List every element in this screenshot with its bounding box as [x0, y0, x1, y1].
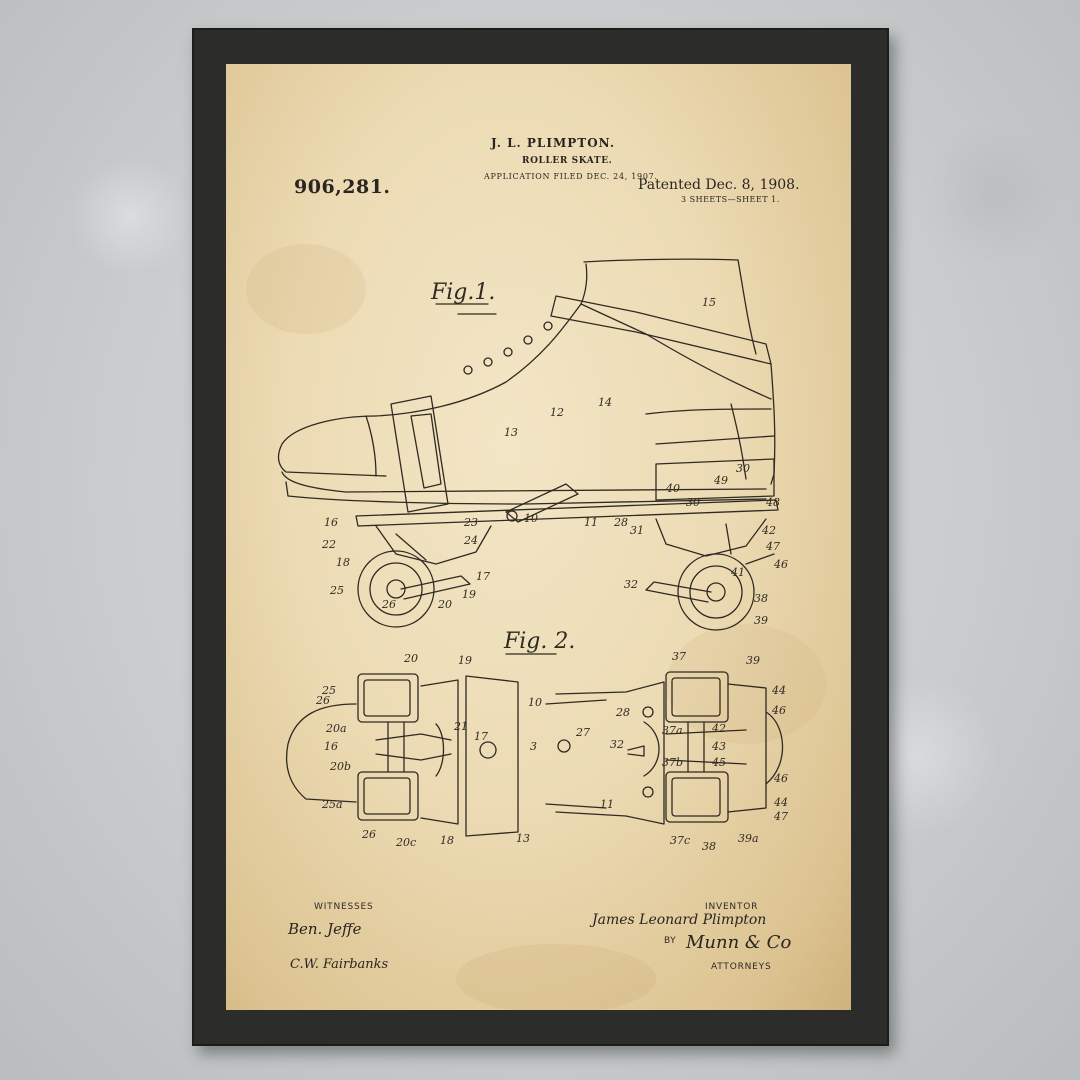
fig2-reference-numbers: 20 19 37 39 25 10 28 44 46 20a 21 17 27 …	[315, 650, 788, 853]
ref-number: 28	[615, 706, 630, 719]
ref-number: 11	[600, 798, 614, 811]
patented-date: Patented Dec. 8, 1908.	[638, 177, 800, 193]
ref-number: 26	[361, 828, 376, 841]
signatures: Ben. Jeffe C.W. Fairbanks James Leonard …	[287, 912, 791, 972]
ref-number: 17	[474, 730, 488, 743]
ref-number: 20a	[325, 722, 347, 735]
ref-number: 28	[613, 516, 628, 529]
sheet-count: 3 SHEETS—SHEET 1.	[681, 195, 780, 204]
ref-number: 43	[711, 740, 726, 753]
ref-number: 42	[711, 722, 726, 735]
ref-number: 16	[324, 516, 338, 529]
inventor-heading: J. L. PLIMPTON.	[491, 136, 616, 150]
fig2-label: Fig. 2.	[503, 629, 575, 654]
ref-number: 13	[504, 426, 518, 439]
picture-frame: J. L. PLIMPTON. ROLLER SKATE. APPLICATIO…	[192, 28, 889, 1046]
attorneys-label: ATTORNEYS	[711, 962, 772, 972]
ref-number: 30	[686, 496, 700, 509]
ref-number: 23	[463, 516, 478, 529]
ref-number: 46	[773, 772, 788, 785]
witnesses-label: WITNESSES	[314, 902, 374, 912]
fig2-skate-bottom	[285, 671, 784, 837]
ref-number: 24	[463, 534, 478, 547]
ref-number: 49	[713, 474, 728, 487]
fig1-skate-side	[277, 258, 779, 631]
ref-number: 46	[773, 558, 788, 571]
inventor-signature: James Leonard Plimpton	[589, 912, 766, 928]
ref-number: 17	[476, 570, 490, 583]
witness-signature-2: C.W. Fairbanks	[290, 957, 389, 972]
ref-number: 37c	[670, 834, 690, 847]
ref-number: 39a	[738, 832, 759, 845]
ref-number: 18	[336, 556, 350, 569]
ref-number: 42	[761, 524, 776, 537]
paper-stain	[246, 244, 366, 334]
ref-number: 13	[516, 832, 530, 845]
ref-number: 32	[610, 738, 624, 751]
invention-title: ROLLER SKATE.	[522, 156, 613, 166]
ref-number: 48	[765, 496, 780, 509]
ref-number: 14	[598, 396, 612, 409]
fig1-label: Fig.1.	[430, 280, 495, 305]
ref-number: 38	[702, 840, 716, 853]
by-label: BY	[664, 936, 677, 946]
ref-number: 10	[524, 512, 538, 525]
ref-number: 40	[665, 482, 680, 495]
ref-number: 26	[315, 694, 330, 707]
ref-number: 46	[771, 704, 786, 717]
inventor-label: INVENTOR	[705, 902, 759, 912]
attorney-signature: Munn & Co	[685, 932, 791, 953]
ref-number: 37b	[662, 756, 683, 769]
ref-number: 10	[528, 696, 542, 709]
patent-drawing: Fig.1.	[277, 258, 791, 972]
ref-number: 41	[730, 566, 745, 579]
fig1-underline	[435, 303, 497, 315]
ref-number: 44	[771, 684, 786, 697]
ref-number: 19	[458, 654, 472, 667]
paper-stain	[456, 944, 656, 1010]
ref-number: 31	[630, 524, 644, 537]
ref-number: 15	[702, 296, 716, 309]
ref-number: 20	[437, 598, 452, 611]
ref-number: 45	[711, 756, 726, 769]
ref-number: 18	[440, 834, 454, 847]
ref-number: 38	[754, 592, 768, 605]
ref-number: 27	[575, 726, 590, 739]
ref-number: 11	[584, 516, 598, 529]
ref-number: 47	[765, 540, 780, 553]
ref-number: 25	[329, 584, 344, 597]
ref-number: 30	[736, 462, 750, 475]
patent-number: 906,281.	[294, 176, 391, 198]
ref-number: 19	[462, 588, 476, 601]
ref-number: 22	[321, 538, 336, 551]
ref-number: 39	[746, 654, 760, 667]
ref-number: 39	[754, 614, 768, 627]
ref-number: 32	[624, 578, 638, 591]
ref-number: 37	[672, 650, 686, 663]
patent-print: J. L. PLIMPTON. ROLLER SKATE. APPLICATIO…	[226, 64, 851, 1010]
ref-number: 25a	[321, 798, 343, 811]
ref-number: 12	[550, 406, 564, 419]
ref-number: 21	[453, 720, 468, 733]
ref-number: 44	[773, 796, 788, 809]
ref-number: 3	[530, 740, 537, 753]
ref-number: 20c	[395, 836, 416, 849]
ref-number: 47	[773, 810, 788, 823]
ref-number: 16	[324, 740, 338, 753]
filing-date: APPLICATION FILED DEC. 24, 1907.	[484, 172, 658, 181]
ref-number: 20b	[329, 760, 351, 773]
ref-number: 37a	[662, 724, 683, 737]
fig1-reference-numbers: 15 14 12 13 30 49 48 40 30 42 47 46 41 3…	[321, 296, 788, 627]
ref-number: 20	[403, 652, 418, 665]
ref-number: 25	[321, 684, 336, 697]
paper-stain	[666, 624, 826, 744]
ref-number: 26	[381, 598, 396, 611]
witness-signature-1: Ben. Jeffe	[287, 920, 362, 938]
